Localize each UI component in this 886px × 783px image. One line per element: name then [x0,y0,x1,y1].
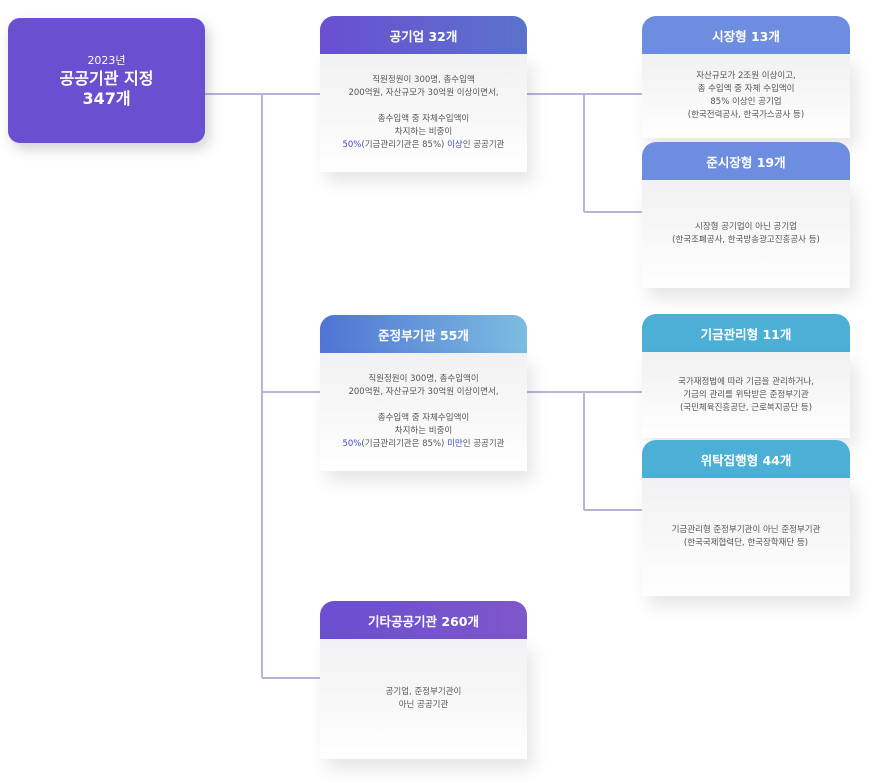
card-title: 시장형 13개 [642,16,850,54]
card-line: 공기업, 준정부기관이 [385,687,462,697]
card-body: 직원정원이 300명, 총수입액이 200억원, 자산규모가 30억원 이상이면… [320,353,527,471]
fund-note: (기금관리기관은 85%) [361,140,445,150]
card-line: 200억원, 자산규모가 30억원 이상이면서, [348,387,499,397]
card-title: 준시장형 19개 [642,142,850,180]
percent-highlight: 50% [342,439,362,449]
semi-market-type-card: 준시장형 19개 시장형 공기업이 아닌 공기업 (한국조폐공사, 한국방송광고… [642,142,850,288]
card-body: 국가재정법에 따라 기금을 관리하거나, 기금의 관리를 위탁받은 준정부기관 … [642,352,850,438]
card-line: 85% 이상인 공기업 [710,97,782,107]
card-line: (국민체육진흥공단, 근로복지공단 등) [679,402,813,413]
card-line: 국가재정법에 따라 기금을 관리하거나, [678,376,814,387]
market-type-card: 시장형 13개 자산규모가 2조원 이상이고, 총 수입액 중 자체 수입액이 … [642,16,850,138]
quasi-government-card: 준정부기관 55개 직원정원이 300명, 총수입액이 200억원, 자산규모가… [320,315,527,471]
root-year: 2023년 [87,53,126,67]
card-line: 아닌 공공기관 [398,700,449,710]
card-line: 200억원, 자산규모가 30억원 이상이면서, [348,88,499,98]
card-line: (한국전력공사, 한국가스공사 등) [687,110,805,120]
card-line: (한국국제협력단, 한국장학재단 등) [683,538,809,548]
root-title: 공공기관 지정 [59,68,154,88]
card-title: 공기업 32개 [320,16,527,54]
percent-highlight: 50% [342,140,362,150]
keyword-highlight: 이상 [447,140,463,150]
card-line: 총 수입액 중 자체 수입액이 [697,84,795,94]
card-line: 차지하는 비중이 [394,127,453,137]
card-body: 자산규모가 2조원 이상이고, 총 수입액 중 자체 수입액이 85% 이상인 … [642,54,850,138]
card-line: 직원정원이 300명, 총수입액이 [368,374,479,384]
keyword-highlight: 미만 [447,439,463,449]
card-title: 기금관리형 11개 [642,314,850,352]
card-body: 직원정원이 300명, 총수입액 200억원, 자산규모가 30억원 이상이면서… [320,54,527,172]
other-public-card: 기타공공기관 260개 공기업, 준정부기관이 아닌 공공기관 [320,601,527,759]
card-title: 준정부기관 55개 [320,315,527,353]
card-title: 기타공공기관 260개 [320,601,527,639]
entrusted-execution-card: 위탁집행형 44개 기금관리형 준정부기관이 아닌 준정부기관 (한국국제협력단… [642,440,850,596]
card-line: (한국조폐공사, 한국방송광고진흥공사 등) [672,235,820,245]
card-line: 기금관리형 준정부기관이 아닌 준정부기관 [671,525,821,535]
card-criteria-line: 50%(기금관리기관은 85%) 이상인 공공기관 [342,139,504,152]
root-node: 2023년 공공기관 지정 347개 [8,18,205,143]
card-body: 시장형 공기업이 아닌 공기업 (한국조폐공사, 한국방송광고진흥공사 등) [642,180,850,288]
criteria-tail: 인 공공기관 [462,140,505,150]
card-line: 차지하는 비중이 [394,426,453,436]
card-title: 위탁집행형 44개 [642,440,850,478]
card-line: 총수입액 중 자체수입액이 [377,114,470,124]
root-count: 347개 [82,88,131,108]
card-body: 기금관리형 준정부기관이 아닌 준정부기관 (한국국제협력단, 한국장학재단 등… [642,478,850,596]
card-criteria-line: 50%(기금관리기관은 85%) 미만인 공공기관 [342,438,504,451]
card-line: 시장형 공기업이 아닌 공기업 [695,222,797,232]
card-line: 총수입액 중 자체수입액이 [377,413,470,423]
card-line: 기금의 관리를 위탁받은 준정부기관 [683,389,809,400]
card-body: 공기업, 준정부기관이 아닌 공공기관 [320,639,527,759]
fund-management-card: 기금관리형 11개 국가재정법에 따라 기금을 관리하거나, 기금의 관리를 위… [642,314,850,438]
card-line: 자산규모가 2조원 이상이고, [696,71,796,81]
criteria-tail: 인 공공기관 [462,439,505,449]
public-enterprise-card: 공기업 32개 직원정원이 300명, 총수입액 200억원, 자산규모가 30… [320,16,527,172]
fund-note: (기금관리기관은 85%) [361,439,445,449]
card-line: 직원정원이 300명, 총수입액 [372,75,475,85]
